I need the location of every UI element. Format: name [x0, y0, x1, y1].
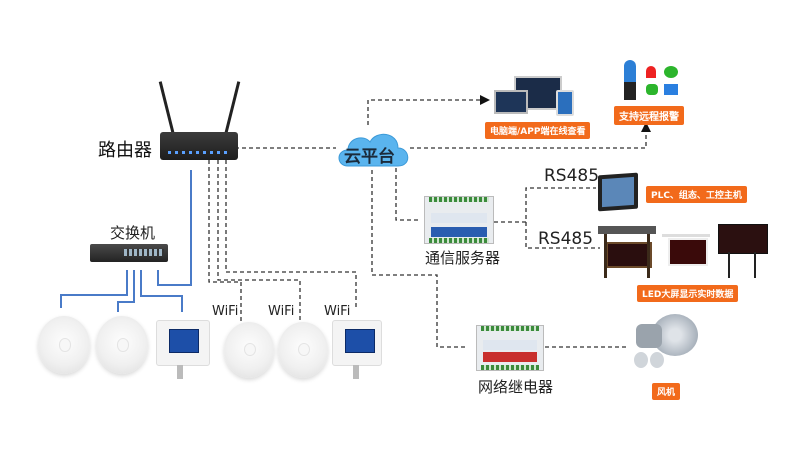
- network-relay-device: [476, 325, 544, 371]
- siren-icon: [646, 66, 656, 78]
- tag-led: LED大屏显示实时数据: [637, 285, 739, 302]
- antenna-left: [158, 81, 175, 136]
- pc-app-devices: [494, 76, 584, 118]
- router-device: [158, 80, 241, 160]
- cloud-label: 云平台: [344, 147, 395, 167]
- cloud-platform: 云平台: [334, 126, 414, 170]
- wifi-label-2: WiFi: [268, 304, 295, 319]
- sensor-disc-4: [278, 322, 328, 378]
- cable-switch-sensor3: [140, 270, 183, 312]
- network-relay-label: 网络继电器: [478, 378, 554, 396]
- sensor-disc-2: [96, 316, 148, 374]
- message-icon: [646, 84, 658, 95]
- router-body: [160, 132, 238, 160]
- led-screen-pavilion: [598, 226, 656, 278]
- rs485-label-1: RS485: [544, 166, 600, 186]
- cable-switch-sensor1: [60, 270, 128, 308]
- link-cloud-relay: [371, 170, 465, 348]
- link-cloud-alarm: [410, 130, 647, 149]
- cloud-icon: [338, 133, 409, 167]
- led-screen-frame: [662, 228, 710, 274]
- link-router-wifi1: [208, 160, 242, 322]
- plc-panel-device: [598, 172, 638, 212]
- switch-device: [90, 244, 168, 262]
- person-icon: [624, 60, 636, 100]
- link-cloud-server: [395, 168, 420, 221]
- sensor-disc-3: [224, 322, 274, 378]
- wifi-label-1: WiFi: [212, 304, 239, 319]
- wifi-label-3: WiFi: [324, 304, 351, 319]
- antenna-right: [224, 81, 241, 136]
- switch-label: 交换机: [110, 224, 156, 242]
- tag-fan: 风机: [652, 383, 681, 400]
- mail-icon: [664, 84, 678, 95]
- link-server-rs485: [494, 187, 596, 223]
- link-router-wifi3: [225, 160, 357, 310]
- comm-server-label: 通信服务器: [425, 249, 501, 267]
- link-cloud-pc: [367, 99, 480, 125]
- cable-router-switch: [157, 170, 192, 286]
- link-router-wifi2: [217, 160, 301, 322]
- led-screen-board: [718, 224, 768, 278]
- wechat-icon: [664, 66, 678, 78]
- tag-remote-alarm: 支持远程报警: [614, 106, 684, 125]
- comm-server-device: [424, 196, 494, 244]
- tag-plc: PLC、组态、工控主机: [646, 186, 747, 203]
- router-label: 路由器: [98, 140, 152, 161]
- rs485-label-2: RS485: [538, 229, 594, 249]
- fan-blower-device: [630, 312, 700, 370]
- arrow-to-alarm: [641, 122, 651, 132]
- link-rs485-led: [525, 222, 600, 249]
- cable-switch-sensor2: [117, 270, 135, 312]
- sensor-disc-1: [38, 316, 90, 374]
- arrow-to-pc: [480, 95, 490, 105]
- alarm-icons: [616, 60, 688, 104]
- tag-pc-app: 电脑端/APP端在线查看: [485, 122, 591, 139]
- sensor-box-2: [332, 320, 382, 379]
- sensor-box-1: [156, 320, 210, 379]
